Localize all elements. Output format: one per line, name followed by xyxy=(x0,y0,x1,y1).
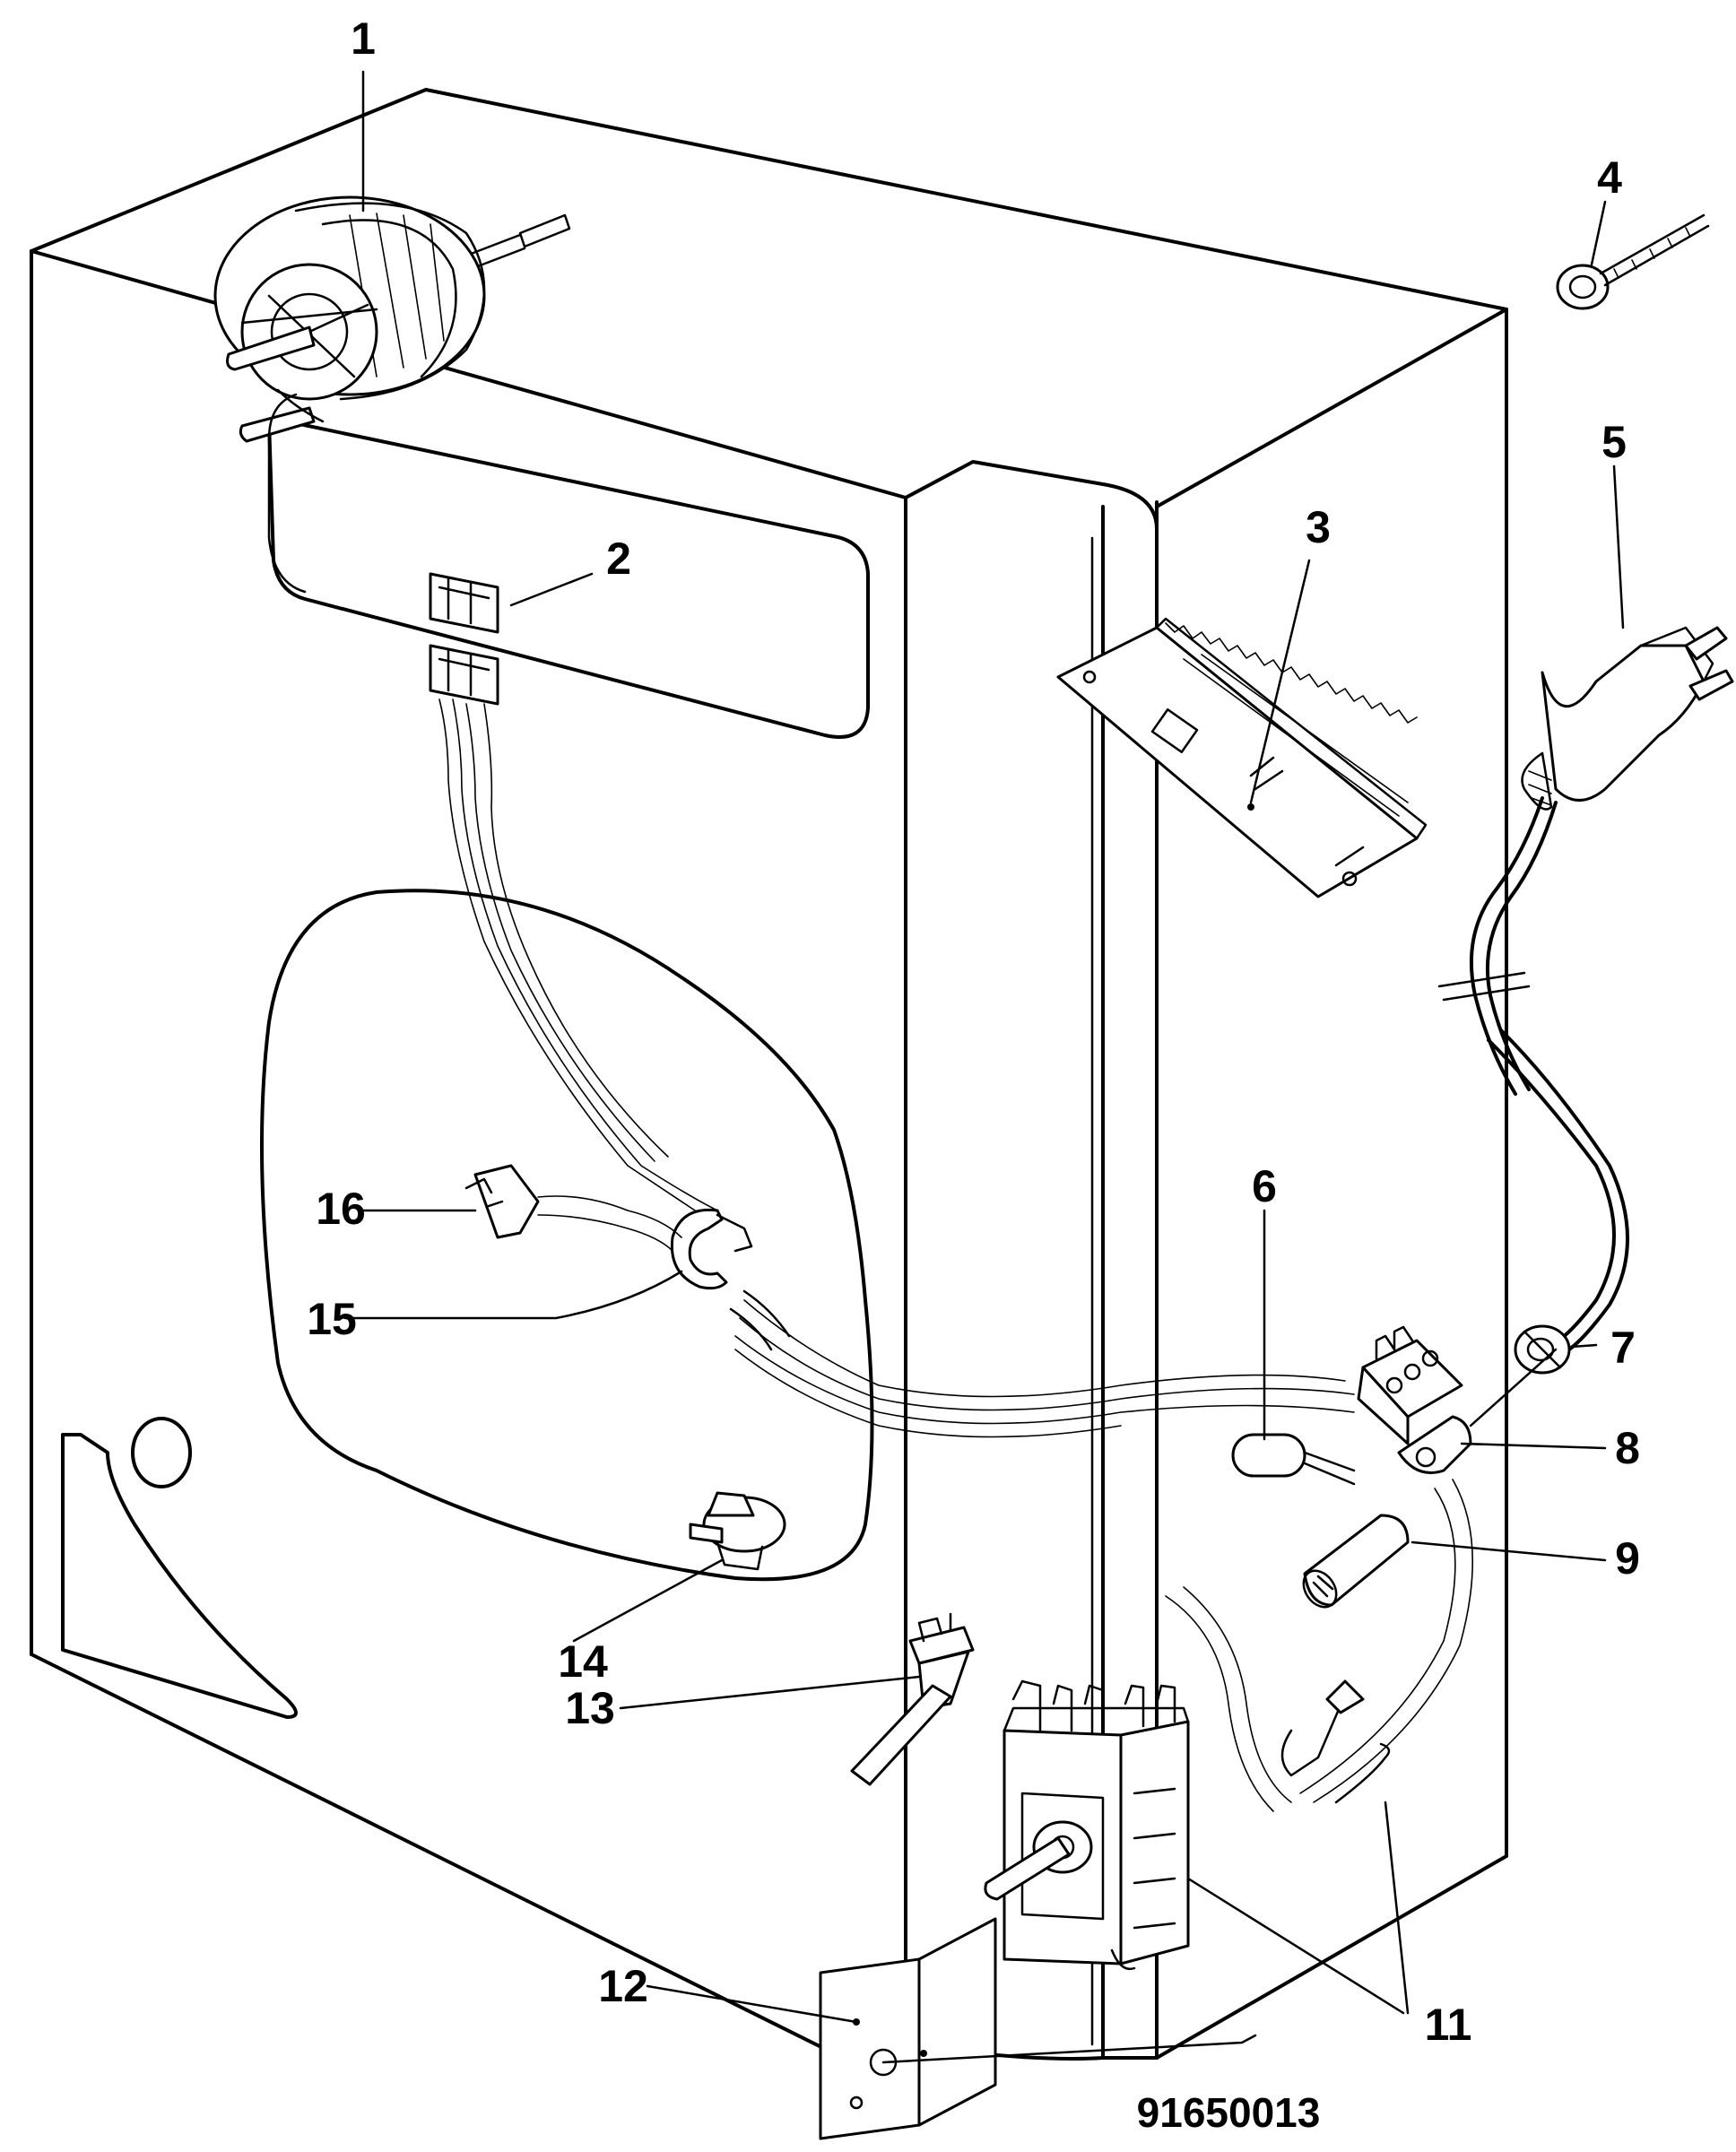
callout-9: 9 xyxy=(1615,1533,1640,1584)
callout-2: 2 xyxy=(606,534,631,584)
sensor-part-16 xyxy=(464,1164,682,1252)
circuit-board-part-3 xyxy=(1056,617,1428,898)
callout-16: 16 xyxy=(316,1184,366,1234)
callout-3: 3 xyxy=(1306,502,1331,552)
clip-ring-part-15 xyxy=(670,1208,791,1351)
terminal-block-part-8 xyxy=(1357,1325,1472,1474)
callout-4: 4 xyxy=(1597,152,1622,203)
capacitor-part-9 xyxy=(1302,1514,1410,1609)
callout-13: 13 xyxy=(565,1683,615,1733)
callout-14: 14 xyxy=(558,1636,608,1687)
leader-lines xyxy=(343,70,1625,2064)
thermostat-part-14 xyxy=(689,1491,786,1571)
lower-vent xyxy=(61,1417,298,1719)
bracket-part-12 xyxy=(819,1917,997,2140)
wiring-harness xyxy=(734,1299,1474,1812)
callout-1: 1 xyxy=(351,13,376,64)
suppressor-part-6 xyxy=(1231,1433,1356,1486)
drawing-reference-number: 91650013 xyxy=(1137,2089,1321,2136)
motor-part-1 xyxy=(213,195,571,594)
callout-7: 7 xyxy=(1610,1323,1636,1373)
callout-15: 15 xyxy=(307,1294,357,1344)
callout-6: 6 xyxy=(1252,1161,1277,1211)
callout-8: 8 xyxy=(1615,1423,1640,1473)
connector-part-2 xyxy=(429,572,718,1220)
upper-recess-panel xyxy=(267,420,870,739)
cable-tie-part-4 xyxy=(1556,213,1710,310)
callout-11: 11 xyxy=(1425,2000,1472,2050)
rear-access-opening xyxy=(260,889,874,1582)
switch-part-13 xyxy=(850,1612,975,1786)
callout-12: 12 xyxy=(598,1961,648,2011)
callout-labels: 1 2 3 4 5 6 7 8 9 11 12 13 14 15 16 9165… xyxy=(307,13,1640,2136)
mains-plug-part-5 xyxy=(1437,626,1734,1356)
callout-5: 5 xyxy=(1601,417,1627,467)
strain-relief-part-7 xyxy=(1514,1324,1571,1375)
selector-switch-part-11 xyxy=(984,1679,1190,1971)
appliance-cabinet xyxy=(30,88,1508,2061)
